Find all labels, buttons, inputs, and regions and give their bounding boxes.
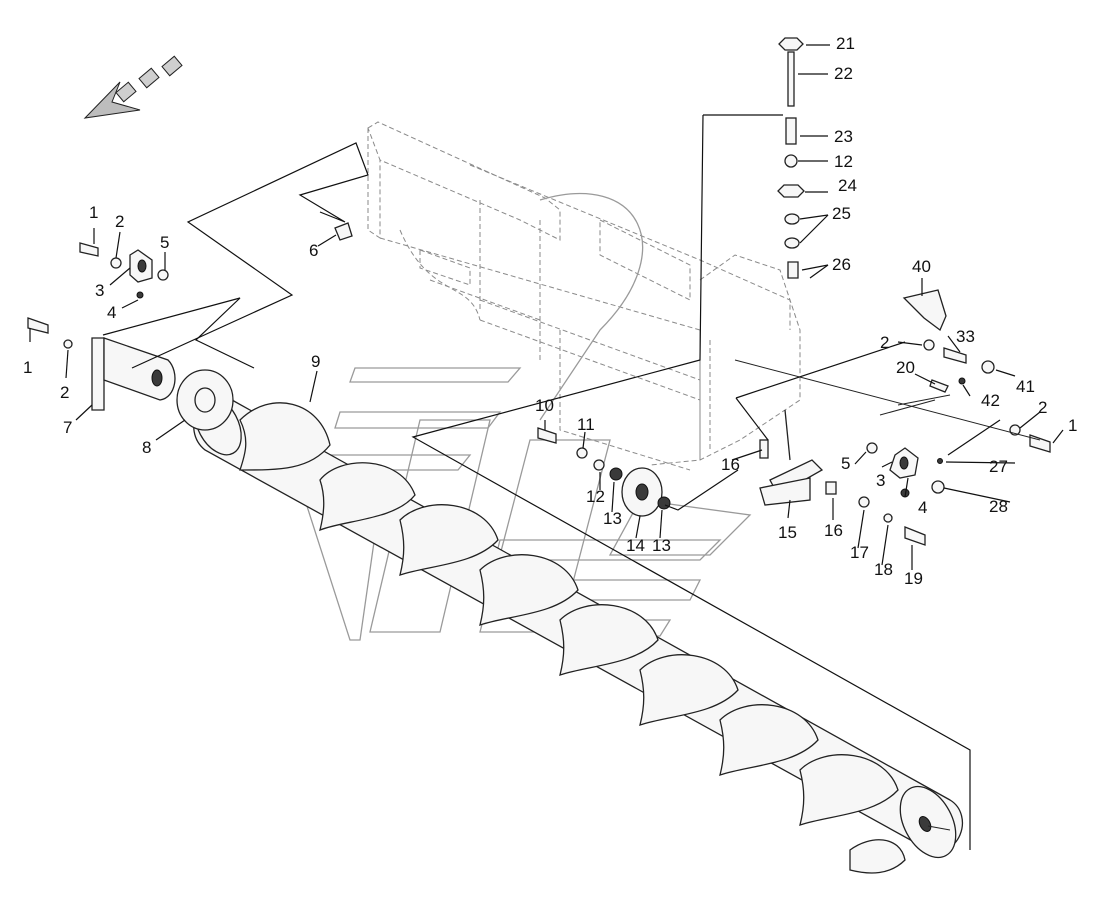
callout-2-upper-right: 2 bbox=[880, 333, 889, 352]
callout-1-top-left: 1 bbox=[89, 203, 98, 222]
callout-4-right: 4 bbox=[918, 498, 927, 517]
callout-8: 8 bbox=[142, 438, 151, 457]
callout-19: 19 bbox=[904, 569, 923, 588]
callout-2-right: 2 bbox=[1038, 398, 1047, 417]
callout-22: 22 bbox=[834, 64, 853, 83]
callout-1-right: 1 bbox=[1068, 416, 1077, 435]
callout-9: 9 bbox=[311, 352, 320, 371]
callout-5-left: 5 bbox=[160, 233, 169, 252]
callout-26: 26 bbox=[832, 255, 851, 274]
right-tension-assembly bbox=[734, 37, 1051, 498]
callout-13-right: 13 bbox=[652, 536, 671, 555]
callout-28: 28 bbox=[989, 497, 1008, 516]
callout-16-lower: 16 bbox=[824, 521, 843, 540]
callout-23: 23 bbox=[834, 127, 853, 146]
callout-2-left: 2 bbox=[60, 383, 69, 402]
callout-2-top-left: 2 bbox=[115, 212, 124, 231]
leader-lines bbox=[29, 44, 1064, 850]
callout-11: 11 bbox=[577, 415, 595, 434]
callout-42: 42 bbox=[981, 391, 1000, 410]
left-bearing-assembly bbox=[27, 222, 353, 431]
callout-21: 21 bbox=[836, 34, 855, 53]
callout-25: 25 bbox=[832, 204, 851, 223]
auger bbox=[193, 394, 964, 874]
callout-3-left: 3 bbox=[95, 281, 104, 300]
callout-18: 18 bbox=[874, 560, 893, 579]
callout-12-center: 12 bbox=[586, 487, 605, 506]
callout-24: 24 bbox=[838, 176, 857, 195]
center-idler-assembly bbox=[537, 409, 926, 546]
callout-4-left: 4 bbox=[107, 303, 116, 322]
travel-direction-arrow-icon bbox=[83, 55, 183, 119]
callout-16-upper: 16 bbox=[721, 455, 740, 474]
callout-13-center: 13 bbox=[603, 509, 622, 528]
callout-41: 41 bbox=[1016, 377, 1035, 396]
callout-17: 17 bbox=[850, 543, 869, 562]
callout-6: 6 bbox=[309, 241, 318, 260]
callout-7: 7 bbox=[63, 418, 72, 437]
callout-20: 20 bbox=[896, 358, 915, 377]
callout-5-right: 5 bbox=[841, 454, 850, 473]
callout-10: 10 bbox=[535, 396, 554, 415]
callout-1-left: 1 bbox=[23, 358, 32, 377]
callout-15: 15 bbox=[778, 523, 797, 542]
callout-40: 40 bbox=[912, 257, 931, 276]
callout-3-right: 3 bbox=[876, 471, 885, 490]
callout-14: 14 bbox=[626, 536, 645, 555]
callout-12-top: 12 bbox=[834, 152, 853, 171]
callout-33: 33 bbox=[956, 327, 975, 346]
header-frame bbox=[367, 121, 801, 471]
callout-27: 27 bbox=[989, 457, 1008, 476]
callout-labels: 1 2 5 3 4 6 1 2 7 8 9 10 11 12 13 14 13 … bbox=[23, 34, 1077, 588]
